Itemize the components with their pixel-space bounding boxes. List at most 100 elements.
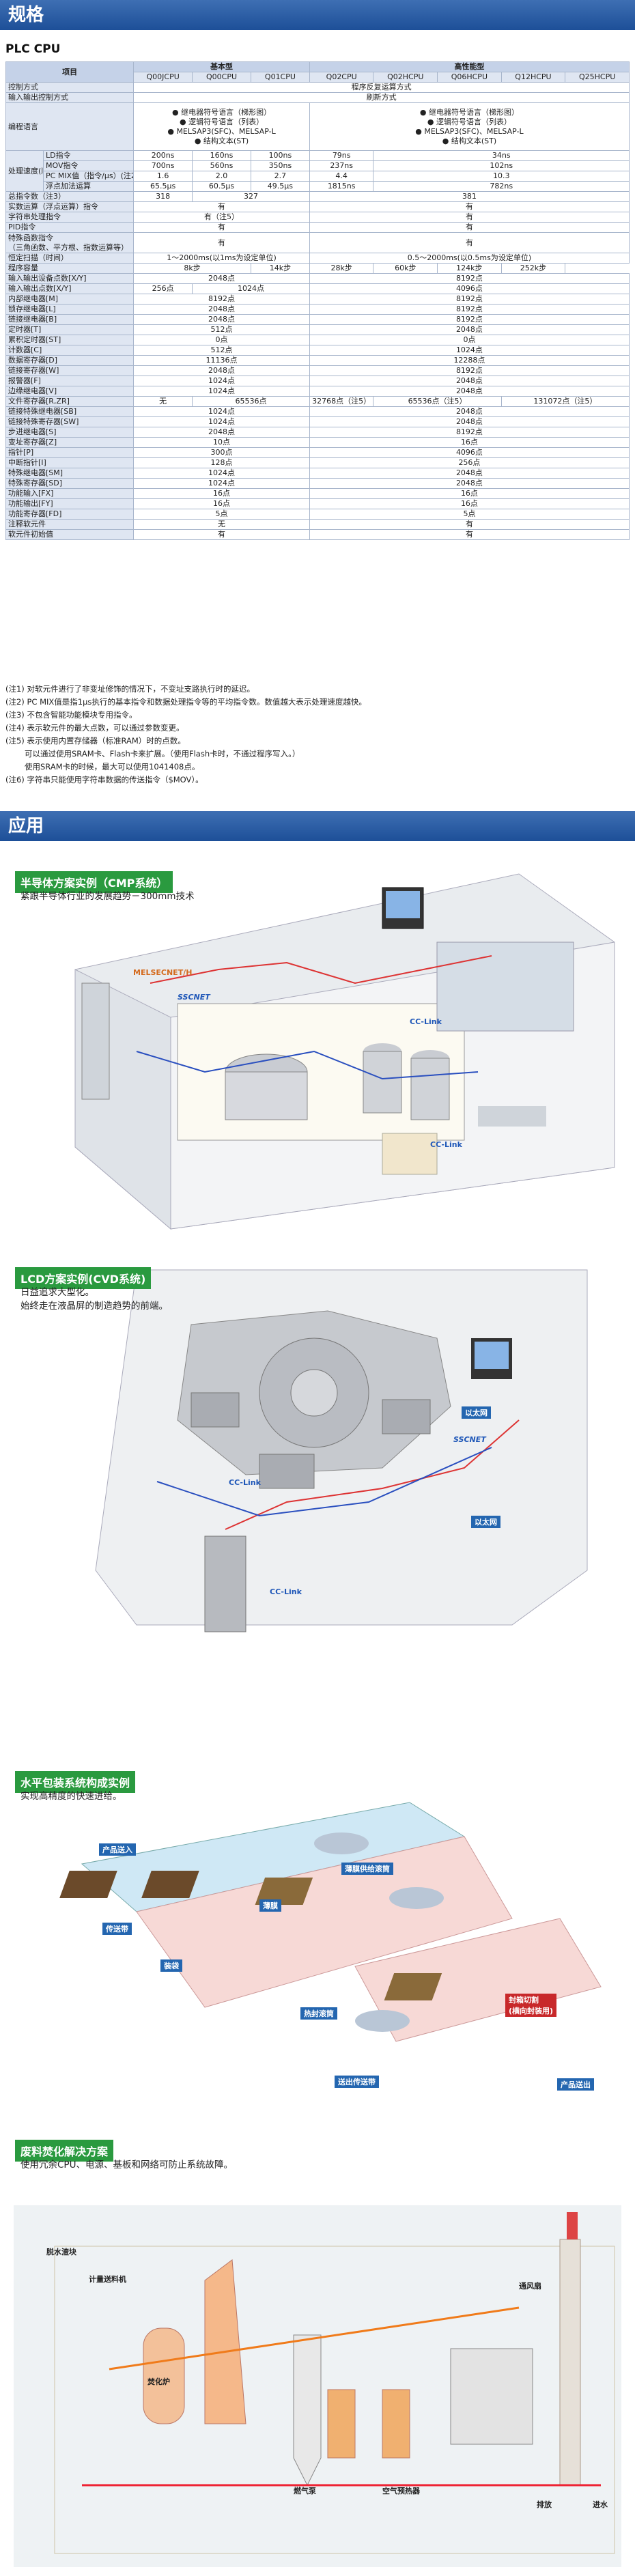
lcd-desc-1: 日益追求大型化。	[20, 1287, 94, 1298]
melsecnet-label: MELSECNET/H	[133, 968, 193, 977]
footnote: (注2) PC MIX值是指1μs执行的基本指令和数据处理指令等的平均指令数。数…	[5, 697, 367, 707]
table-cell: 链接寄存器[W]	[5, 365, 135, 376]
table-cell: Q00JCPU	[133, 72, 193, 83]
bagging-label: 装袋	[160, 1959, 182, 1972]
table-cell: Q02HCPU	[373, 72, 438, 83]
table-cell: 16点	[309, 437, 630, 448]
footnote: (注3) 不包含智能功能模块专用指令。	[5, 710, 137, 720]
ethernet-label-1: 以太网	[462, 1406, 491, 1419]
out-conveyor-label: 送出传送带	[335, 2076, 379, 2088]
table-cell: ● 继电器符号语言（梯形图） ● 逻辑符号语言（列表） ● MELSAP3(SF…	[309, 102, 630, 151]
table-cell: 字符串处理指令	[5, 212, 135, 223]
table-cell: 60.5μs	[192, 181, 251, 192]
plc-cpu-title: PLC CPU	[5, 42, 61, 56]
table-cell: 65536点	[192, 396, 310, 407]
table-cell: 350ns	[250, 160, 310, 171]
table-cell: 1024点	[133, 468, 310, 479]
table-cell: 1.6	[133, 171, 193, 182]
cclink-label-2: CC-Link	[430, 1140, 462, 1149]
table-cell: 0点	[133, 335, 310, 345]
table-row: 字符串处理指令有（注5）有	[5, 212, 630, 223]
table-cell: 60k步	[373, 263, 438, 274]
packaging-description: 实现高精度的快速进给。	[20, 1791, 122, 1802]
table-row: PID指令有有	[5, 222, 630, 233]
table-cell: 有	[309, 529, 630, 540]
table-cell: 8k步	[133, 263, 251, 274]
table-cell: 8192点	[309, 427, 630, 438]
cmp-illustration	[74, 873, 615, 1230]
table-cell: 2048点	[309, 416, 630, 427]
footnote: (注5) 表示使用内置存储器（标准RAM）时的点数。	[5, 736, 186, 746]
table-row: 恒定扫描（时间）1～2000ms(以1ms为设定单位)0.5～2000ms(以0…	[5, 253, 630, 264]
table-cell: 特殊继电器[SM]	[5, 468, 135, 479]
table-cell: 32768点（注5）	[309, 396, 374, 407]
heat-seal-label: 热封滚筒	[300, 2007, 337, 2020]
table-cell: 2048点	[309, 386, 630, 397]
table-cell: 链接继电器[B]	[5, 314, 135, 325]
table-cell: 560ns	[192, 160, 251, 171]
air-preheater-label: 空气预热器	[382, 2487, 420, 2495]
table-cell: 381	[309, 191, 630, 202]
table-cell: 256点	[309, 457, 630, 468]
lcd-application: LCD方案实例(CVD系统) 日益追求大型化。 始终走在液晶屏的制造趋势的前端。…	[0, 1243, 635, 1652]
table-cell: 输入输出控制方式	[5, 92, 135, 103]
table-cell: 2048点	[133, 304, 310, 315]
table-cell: 2048点	[133, 427, 310, 438]
table-cell: 控制方式	[5, 82, 135, 93]
table-cell: 程序反复运算方式	[133, 82, 630, 93]
table-cell: 实数运算（浮点运算）指令	[5, 201, 135, 212]
table-cell: 65.5μs	[133, 181, 193, 192]
table-cell: 160ns	[192, 150, 251, 161]
table-cell: 318	[133, 191, 193, 202]
table-cell: 特殊寄存器[SD]	[5, 478, 135, 489]
table-cell: Q12HCPU	[500, 72, 566, 83]
table-row: 处理速度(顺序指令)(注1)LD指令200ns160ns100ns79ns34n…	[5, 150, 630, 192]
table-cell: Q00CPU	[192, 72, 251, 83]
table-cell: 128点	[133, 457, 310, 468]
table-row: 注释软元件无有	[5, 519, 630, 530]
table-cell: 2048点	[133, 273, 310, 284]
table-cell: 中断指针[I]	[5, 457, 135, 468]
table-cell: 有	[309, 222, 630, 233]
footnote: (注1) 对软元件进行了非变址修饰的情况下，不变址支路执行时的延迟。	[5, 684, 255, 694]
table-cell: 软元件初始值	[5, 529, 135, 540]
furnace-label: 焚化炉	[147, 2377, 170, 2386]
table-cell: 有	[133, 222, 310, 233]
cmp-application: 半导体方案实例（CMP系统） 紧跟半导体行业的发展趋势－300mm技术 MELS…	[0, 847, 635, 1236]
end-seal-label: 封箱切割 (横向封装用)	[505, 1994, 557, 2017]
table-cell: LD指令	[43, 150, 135, 161]
table-cell: 数据寄存器[D]	[5, 355, 135, 366]
table-cell: 特殊函数指令 （三角函数、平方根、指数运算等）	[5, 232, 135, 253]
table-cell: 有	[133, 529, 310, 540]
table-cell: 1024点	[192, 283, 310, 294]
table-cell: 8192点	[309, 304, 630, 315]
table-cell: 8192点	[309, 273, 630, 284]
lcd-sscnet-label: SSCNET	[453, 1435, 486, 1444]
waste-description: 使用冗余CPU、电源、基板和网络可防止系统故障。	[20, 2160, 233, 2170]
table-cell: 处理速度(顺序指令)(注1)	[5, 150, 44, 192]
table-cell: 2048点	[309, 376, 630, 386]
drain-label: 排放	[537, 2500, 552, 2509]
table-cell: 10.3	[373, 171, 630, 182]
table-cell: 2048点	[309, 478, 630, 489]
fan-label: 通风扇	[519, 2282, 541, 2291]
table-cell: 功能输入[FX]	[5, 488, 135, 499]
table-cell: 链接特殊继电器[SB]	[5, 406, 135, 417]
table-cell: 327	[192, 191, 310, 202]
table-cell: 49.5μs	[250, 181, 310, 192]
table-cell: 2.0	[192, 171, 251, 182]
table-cell: 2048点	[133, 365, 310, 376]
